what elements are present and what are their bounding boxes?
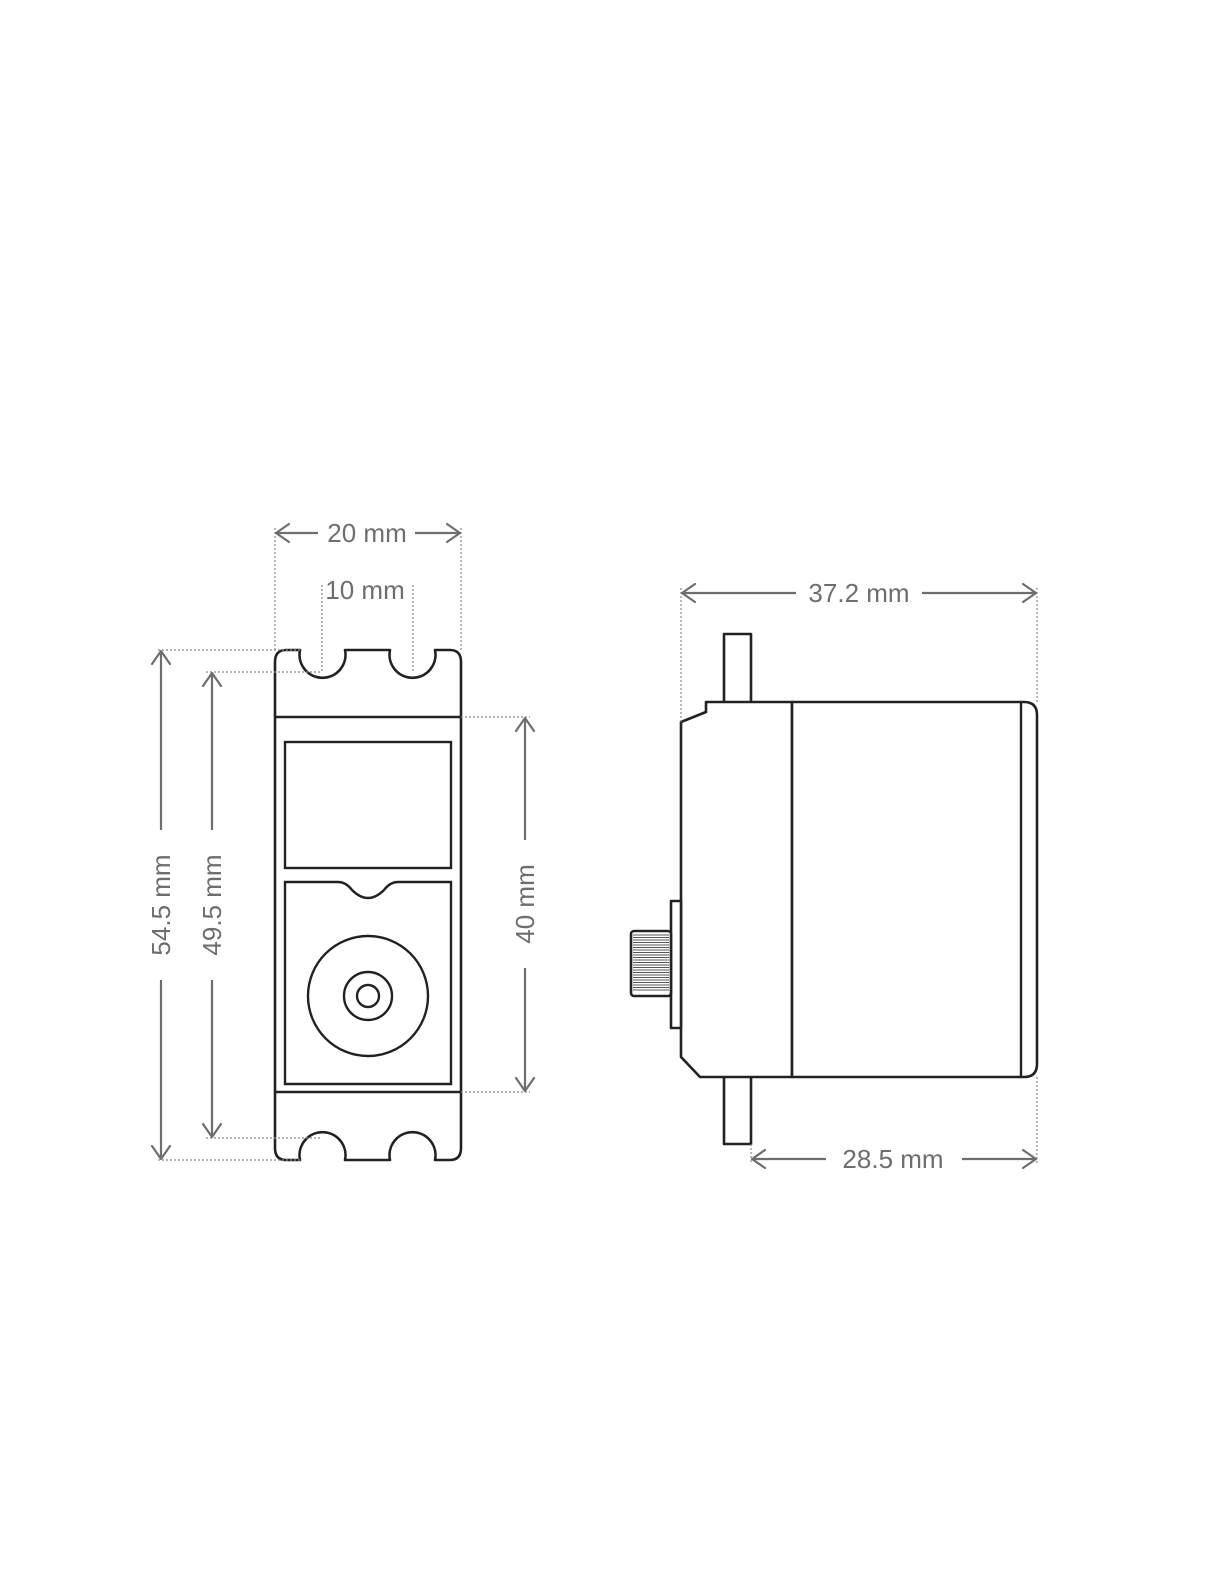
side-shaft-boss xyxy=(671,901,681,1028)
dim-height-overall-label: 54.5 mm xyxy=(146,854,176,955)
dim-height-overall: 54.5 mm xyxy=(146,651,176,1159)
dim-hole-spacing: 10 mm xyxy=(325,575,404,605)
dim-depth-overall: 37.2 mm xyxy=(682,578,1036,608)
dim-hole-spacing-label: 10 mm xyxy=(325,575,404,605)
side-output-shaft xyxy=(631,931,671,996)
front-output-spline xyxy=(357,985,379,1007)
dim-height-holes: 49.5 mm xyxy=(197,673,227,1137)
dim-width-overall: 20 mm xyxy=(276,518,460,548)
side-lower-ear xyxy=(724,1072,751,1144)
dim-depth-body: 28.5 mm xyxy=(752,1144,1036,1174)
dim-body-height: 40 mm xyxy=(510,718,540,1091)
side-upper-ear xyxy=(724,634,751,704)
dim-depth-body-label: 28.5 mm xyxy=(842,1144,943,1174)
side-main-case xyxy=(792,702,1037,1077)
side-view xyxy=(631,634,1037,1144)
front-view xyxy=(275,650,461,1160)
dim-height-holes-label: 49.5 mm xyxy=(197,854,227,955)
dim-width-overall-label: 20 mm xyxy=(327,518,406,548)
dim-body-height-label: 40 mm xyxy=(510,864,540,943)
dim-depth-overall-label: 37.2 mm xyxy=(808,578,909,608)
side-front-case xyxy=(681,702,792,1077)
front-upper-panel xyxy=(285,742,451,868)
